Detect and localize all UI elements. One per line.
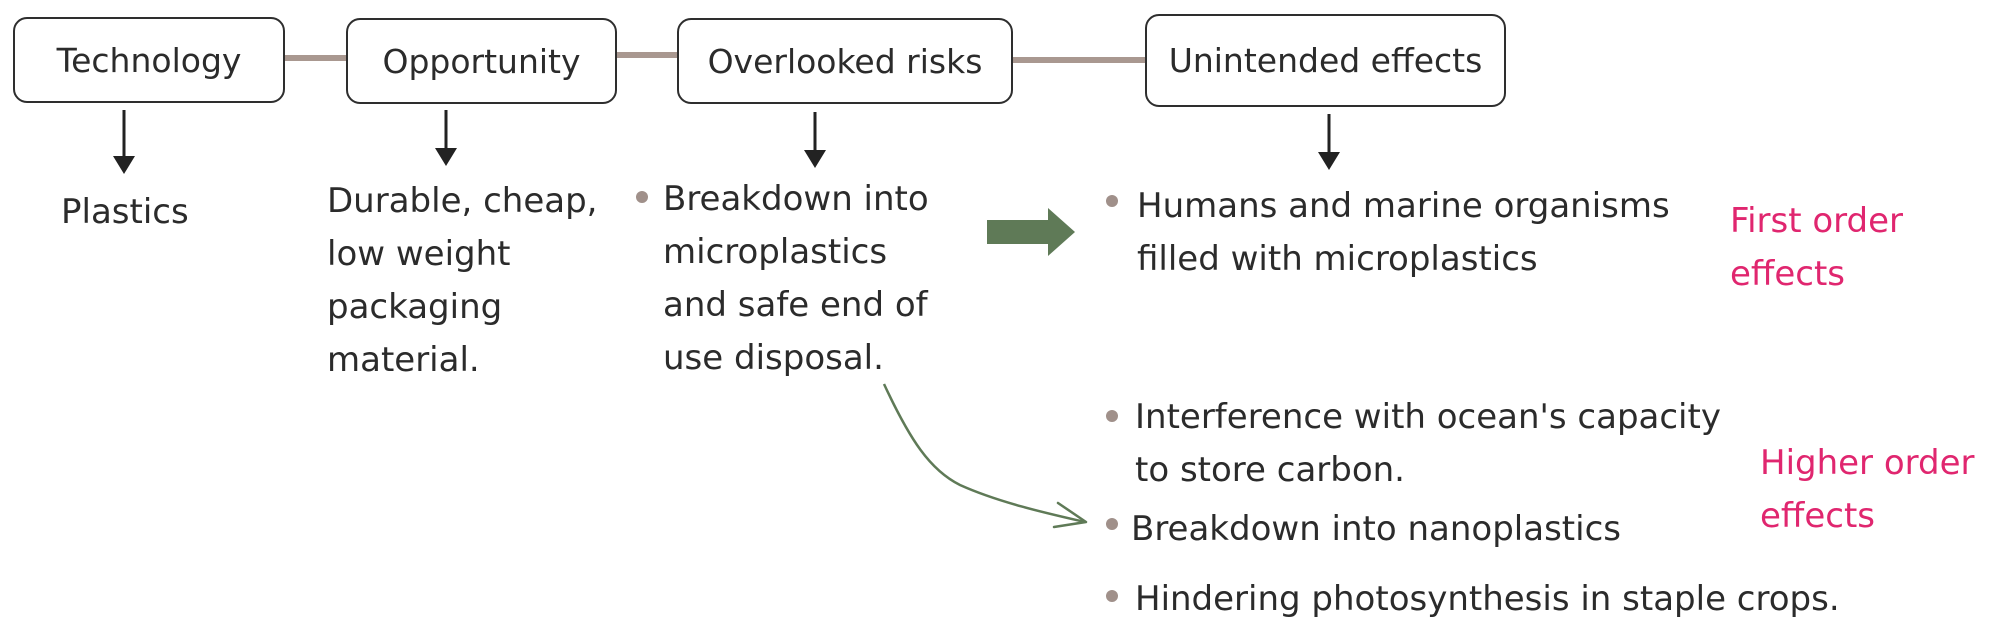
stage-box-opportunity: Opportunity [346,18,617,104]
higher-order-label-line: effects [1760,496,1875,536]
higher-order-line: Interference with ocean's capacity [1135,397,1721,437]
opportunity-line: low weight [327,234,511,274]
down-arrow-risks [804,112,826,168]
down-arrow-technology [113,110,135,174]
risks-line: use disposal. [663,338,884,378]
first-order-label: First order effects [1730,195,1903,301]
curved-arrow-higher-order [882,383,1088,529]
first-order-line: Humans and marine organisms [1137,186,1670,226]
green-arrow-first-order [987,208,1075,256]
higher-order-label: Higher order effects [1760,437,1975,543]
higher-order-item-1: Interference with ocean's capacity to st… [1135,391,1721,497]
down-arrow-opportunity [435,110,457,166]
opportunity-text: Durable, cheap, low weight packaging mat… [327,175,598,387]
higher-order-item-2: Breakdown into nanoplastics [1131,503,1621,556]
risks-line: microplastics [663,232,888,272]
stage-box-overlooked-risks: Overlooked risks [677,18,1013,104]
technology-text: Plastics [61,192,189,232]
higher-order-line: to store carbon. [1135,450,1405,490]
first-order-line: filled with microplastics [1137,239,1538,279]
higher-order-label-line: Higher order [1760,443,1975,483]
risks-line: and safe end of [663,285,928,325]
down-arrow-effects [1318,114,1340,170]
bullet-risks [636,191,648,203]
first-order-item: Humans and marine organisms filled with … [1137,180,1670,286]
risks-text: Breakdown into microplastics and safe en… [663,173,929,385]
higher-order-line: Hindering photosynthesis in staple crops… [1135,579,1840,619]
stage-box-technology: Technology [13,17,285,103]
risks-line: Breakdown into [663,179,929,219]
bullet-higher-order-3 [1106,590,1118,602]
stage-box-unintended-effects: Unintended effects [1145,14,1506,107]
higher-order-item-3: Hindering photosynthesis in staple crops… [1135,573,1840,626]
bullet-higher-order-1 [1106,410,1118,422]
first-order-label-line: First order [1730,201,1904,241]
bullet-first-order-1 [1106,195,1118,207]
bullet-higher-order-2 [1106,518,1118,530]
first-order-label-line: effects [1730,254,1845,294]
opportunity-line: packaging [327,287,503,327]
opportunity-line: material. [327,340,480,380]
opportunity-line: Durable, cheap, [327,181,598,221]
higher-order-line: Breakdown into nanoplastics [1131,509,1621,549]
